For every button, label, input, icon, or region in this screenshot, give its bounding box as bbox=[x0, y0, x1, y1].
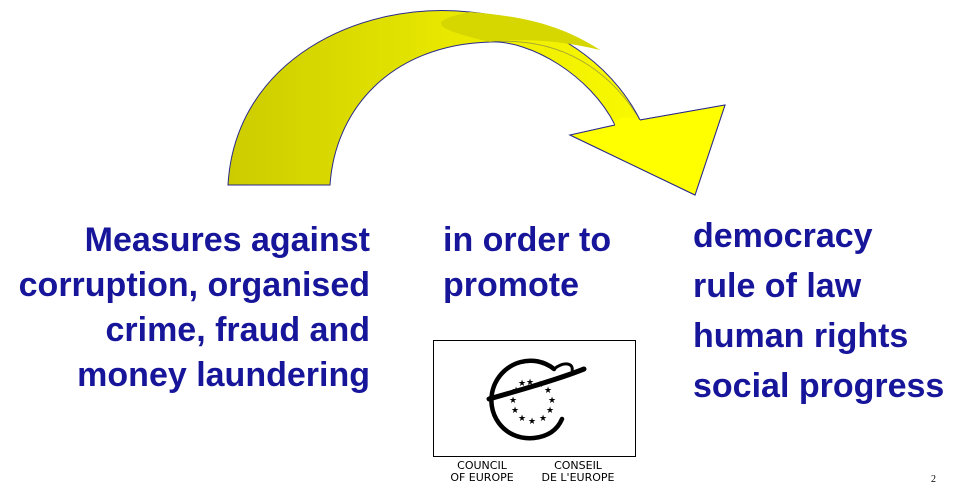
measures-text-block: Measures against corruption, organised c… bbox=[0, 218, 370, 398]
svg-text:★: ★ bbox=[518, 379, 526, 389]
caption-en-line-1: COUNCIL bbox=[457, 459, 507, 472]
caption-en-line-2: OF EUROPE bbox=[450, 471, 514, 484]
value-rule-of-law: rule of law bbox=[693, 267, 862, 305]
slide-number: 2 bbox=[931, 474, 936, 485]
measures-line-3: crime, fraud and bbox=[105, 311, 370, 349]
measures-line-2: corruption, organised bbox=[18, 266, 370, 304]
caption-fr-line-2: DE L'EUROPE bbox=[541, 471, 615, 484]
svg-text:★: ★ bbox=[546, 406, 554, 416]
council-of-europe-logo: ★ ★ ★ ★ ★ ★ ★ ★ ★ ★ ★ ★ bbox=[433, 340, 636, 457]
value-human-rights: human rights bbox=[693, 317, 909, 355]
svg-text:★: ★ bbox=[512, 386, 520, 396]
svg-text:★: ★ bbox=[548, 396, 556, 406]
svg-text:★: ★ bbox=[518, 414, 526, 424]
svg-text:★: ★ bbox=[509, 396, 517, 406]
purpose-line-1: in order to bbox=[443, 221, 612, 259]
svg-text:★: ★ bbox=[539, 414, 547, 424]
svg-text:★: ★ bbox=[536, 380, 544, 390]
value-democracy: democracy bbox=[693, 217, 873, 255]
measures-line-1: Measures against bbox=[84, 221, 370, 259]
caption-fr-line-1: CONSEIL bbox=[554, 459, 602, 472]
value-social-progress: social progress bbox=[693, 367, 945, 405]
measures-line-4: money laundering bbox=[77, 356, 370, 394]
svg-text:★: ★ bbox=[544, 386, 552, 396]
council-of-europe-emblem-icon: ★ ★ ★ ★ ★ ★ ★ ★ ★ ★ ★ ★ bbox=[486, 358, 587, 441]
logo-caption-french: CONSEIL DE L'EUROPE bbox=[528, 460, 628, 484]
purpose-line-2: promote bbox=[443, 266, 579, 304]
svg-text:★: ★ bbox=[511, 406, 519, 416]
svg-text:★: ★ bbox=[528, 417, 536, 427]
values-text-block: democracy rule of law human rights socia… bbox=[693, 211, 955, 411]
logo-caption-english: COUNCIL OF EUROPE bbox=[442, 460, 522, 484]
purpose-text-block: in order to promote bbox=[443, 218, 643, 308]
svg-text:★: ★ bbox=[526, 378, 534, 388]
arrow-inner-fold bbox=[441, 12, 600, 50]
